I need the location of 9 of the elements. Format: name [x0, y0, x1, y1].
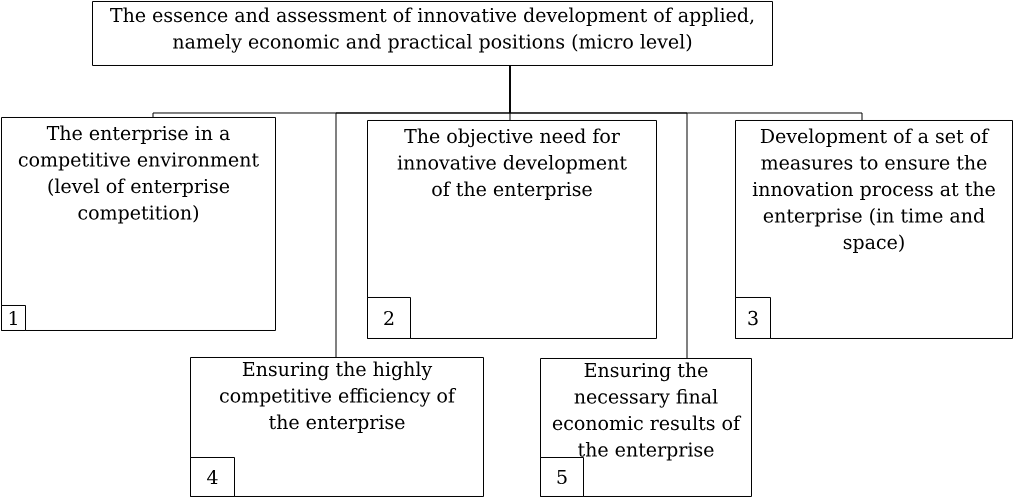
number-box: 1	[1, 305, 26, 331]
number-box: 5	[540, 457, 584, 497]
number-box: 4	[190, 457, 235, 497]
connector-line	[509, 65, 863, 121]
number-box: 3	[735, 297, 771, 339]
heading-box: The essence and assessment of innovative development of applied, namely economic and practical positions (micro level)	[92, 1, 773, 66]
node-label: 5	[557, 469, 567, 485]
node-label: 4	[207, 469, 218, 485]
number-box: 2	[367, 297, 411, 339]
